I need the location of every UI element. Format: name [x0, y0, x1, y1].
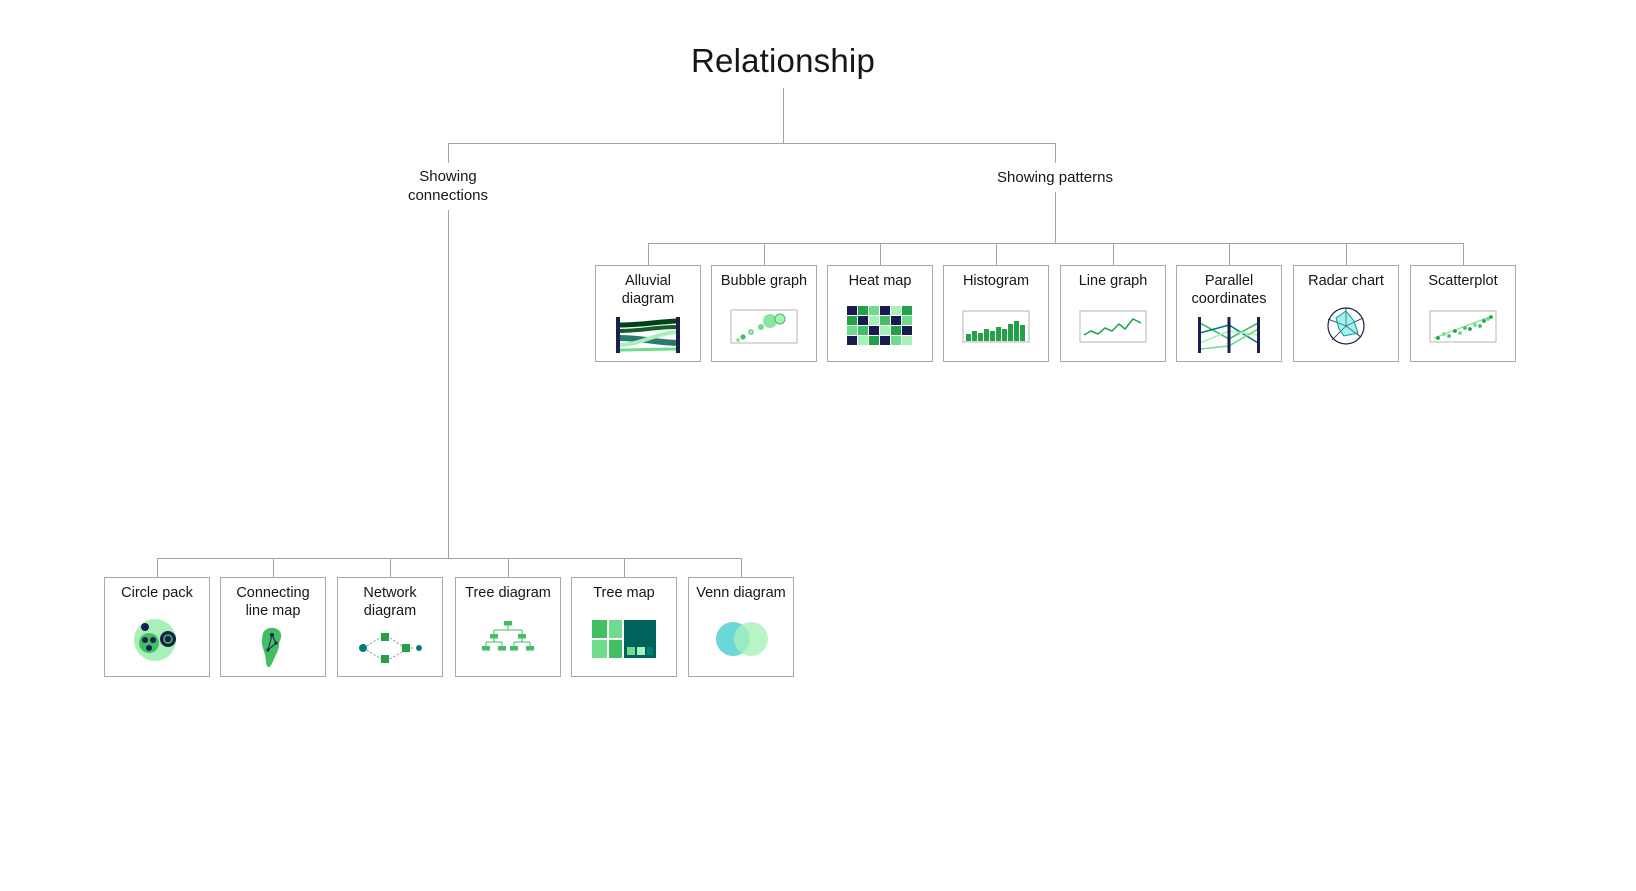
card-label: Connecting line map — [236, 585, 310, 619]
card-label: Parallel coordinates — [1191, 273, 1267, 307]
card-alluvial-diagram: Alluvial diagram — [595, 265, 701, 362]
card-label: Bubble graph — [720, 273, 808, 289]
connector-top-horizontal — [448, 143, 1056, 144]
connector-card-drop — [741, 558, 742, 577]
connector-connections-horizontal — [157, 558, 742, 559]
line-graph-icon — [1061, 291, 1165, 361]
connecting-line-map-icon — [221, 620, 325, 676]
card-tree-diagram: Tree diagram — [455, 577, 561, 677]
branch-label-showing-patterns: Showing patterns — [997, 169, 1113, 186]
connector-card-drop — [1463, 243, 1464, 265]
card-parallel-coordinates: Parallel coordinates — [1176, 265, 1282, 362]
connector-card-drop — [1113, 243, 1114, 265]
connector-patterns-horizontal — [648, 243, 1463, 244]
radar-chart-icon — [1294, 291, 1398, 361]
card-connecting-line-map: Connecting line map — [220, 577, 326, 677]
tree-map-icon — [572, 603, 676, 676]
card-label: Heat map — [848, 273, 912, 289]
histogram-icon — [944, 291, 1048, 361]
connector-card-drop — [880, 243, 881, 265]
card-heat-map: Heat map — [827, 265, 933, 362]
alluvial-diagram-icon — [596, 308, 700, 361]
connector-connections-drop — [448, 143, 449, 163]
connector-patterns-stem — [1055, 192, 1056, 243]
card-network-diagram: Network diagram — [337, 577, 443, 677]
card-histogram: Histogram — [943, 265, 1049, 362]
card-label: Alluvial diagram — [621, 273, 675, 307]
connector-card-drop — [157, 558, 158, 577]
connector-card-drop — [624, 558, 625, 577]
scatterplot-icon — [1411, 291, 1515, 361]
card-label: Network diagram — [363, 585, 417, 619]
parallel-coordinates-icon — [1177, 308, 1281, 361]
connector-card-drop — [273, 558, 274, 577]
card-label: Venn diagram — [696, 585, 786, 601]
connector-card-drop — [1229, 243, 1230, 265]
connector-card-drop — [1346, 243, 1347, 265]
card-line-graph: Line graph — [1060, 265, 1166, 362]
card-label: Radar chart — [1308, 273, 1384, 289]
card-radar-chart: Radar chart — [1293, 265, 1399, 362]
circle-pack-icon — [105, 603, 209, 676]
card-circle-pack: Circle pack — [104, 577, 210, 677]
card-label: Circle pack — [121, 585, 193, 601]
page-title: Relationship — [690, 42, 875, 79]
network-diagram-icon — [338, 620, 442, 676]
connector-connections-stem — [448, 210, 449, 558]
card-bubble-graph: Bubble graph — [711, 265, 817, 362]
card-venn-diagram: Venn diagram — [688, 577, 794, 677]
connector-card-drop — [508, 558, 509, 577]
connector-title-stem — [783, 88, 784, 143]
connector-patterns-drop — [1055, 143, 1056, 163]
heat-map-icon — [828, 291, 932, 361]
venn-diagram-icon — [689, 603, 793, 676]
connector-card-drop — [648, 243, 649, 265]
card-label: Line graph — [1078, 273, 1148, 289]
card-tree-map: Tree map — [571, 577, 677, 677]
branch-label-showing-connections: Showing connections — [407, 168, 489, 204]
card-label: Histogram — [962, 273, 1030, 289]
card-label: Tree diagram — [465, 585, 551, 601]
card-label: Scatterplot — [1428, 273, 1498, 289]
connector-card-drop — [390, 558, 391, 577]
bubble-graph-icon — [712, 291, 816, 361]
tree-diagram-icon — [456, 603, 560, 676]
card-label: Tree map — [593, 585, 655, 601]
card-scatterplot: Scatterplot — [1410, 265, 1516, 362]
connector-card-drop — [996, 243, 997, 265]
connector-card-drop — [764, 243, 765, 265]
